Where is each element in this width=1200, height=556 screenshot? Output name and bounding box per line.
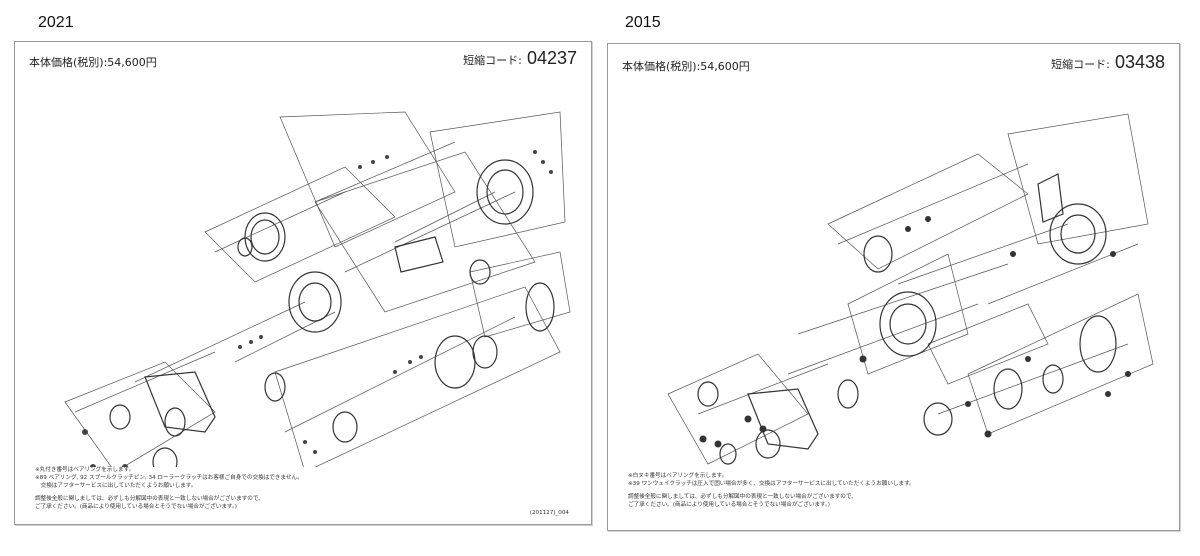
note-line: 調整後全般に関しましては、必ずしも分解図中の表現と一致しない場合がございますので… [35,496,264,502]
short-code-number: 04237 [526,48,577,68]
note-line: ※白ヌキ番号はベアリングを示します。 [628,473,728,479]
note-line: ※39 ワンウェイクラッチは圧入で固い場合が多く、交換はアフターサービスに出して… [628,481,915,487]
note-line: 交換はアフターサービスに出していただくようお願いします。 [35,483,197,489]
parts-sheet-2015: 本体価格(税別):54,600円 短縮コード: 03438 [607,43,1180,531]
short-code-number: 03438 [1114,52,1165,72]
note-line: ※89 ベアリング, 92 スプールクラッチピン, 34 ローラークラッチはお客… [35,475,303,481]
year-label-2021: 2021 [38,14,74,31]
year-label-2015: 2015 [625,14,661,31]
exploded-parts-diagram [667,113,1154,465]
short-code-label: 短縮コード: [1051,58,1110,71]
note-line: ご了承ください。(商品により使用している場合とそうでない場合がございます。) [35,504,237,510]
short-code: 短縮コード: 03438 [1051,52,1165,73]
short-code-label: 短縮コード: [463,54,522,67]
exploded-parts-diagram [64,111,571,467]
price-label: 本体価格(税別):54,600円 [622,60,750,73]
note-line: ご了承ください。(商品により使用している場合とそうでない場合がございます。) [628,502,830,508]
parts-sheet-2021: 本体価格(税別):54,600円 短縮コード: 04237 [14,41,592,525]
short-code: 短縮コード: 04237 [463,48,577,69]
revision-code: (201127)_004 [529,510,569,516]
note-line: 調整後全般に関しましては、必ずしも分解図中の表現と一致しない場合がございますので… [628,494,857,500]
note-line: ※丸付き番号はベアリングを示します。 [35,467,135,473]
price-label: 本体価格(税別):54,600円 [29,56,157,69]
